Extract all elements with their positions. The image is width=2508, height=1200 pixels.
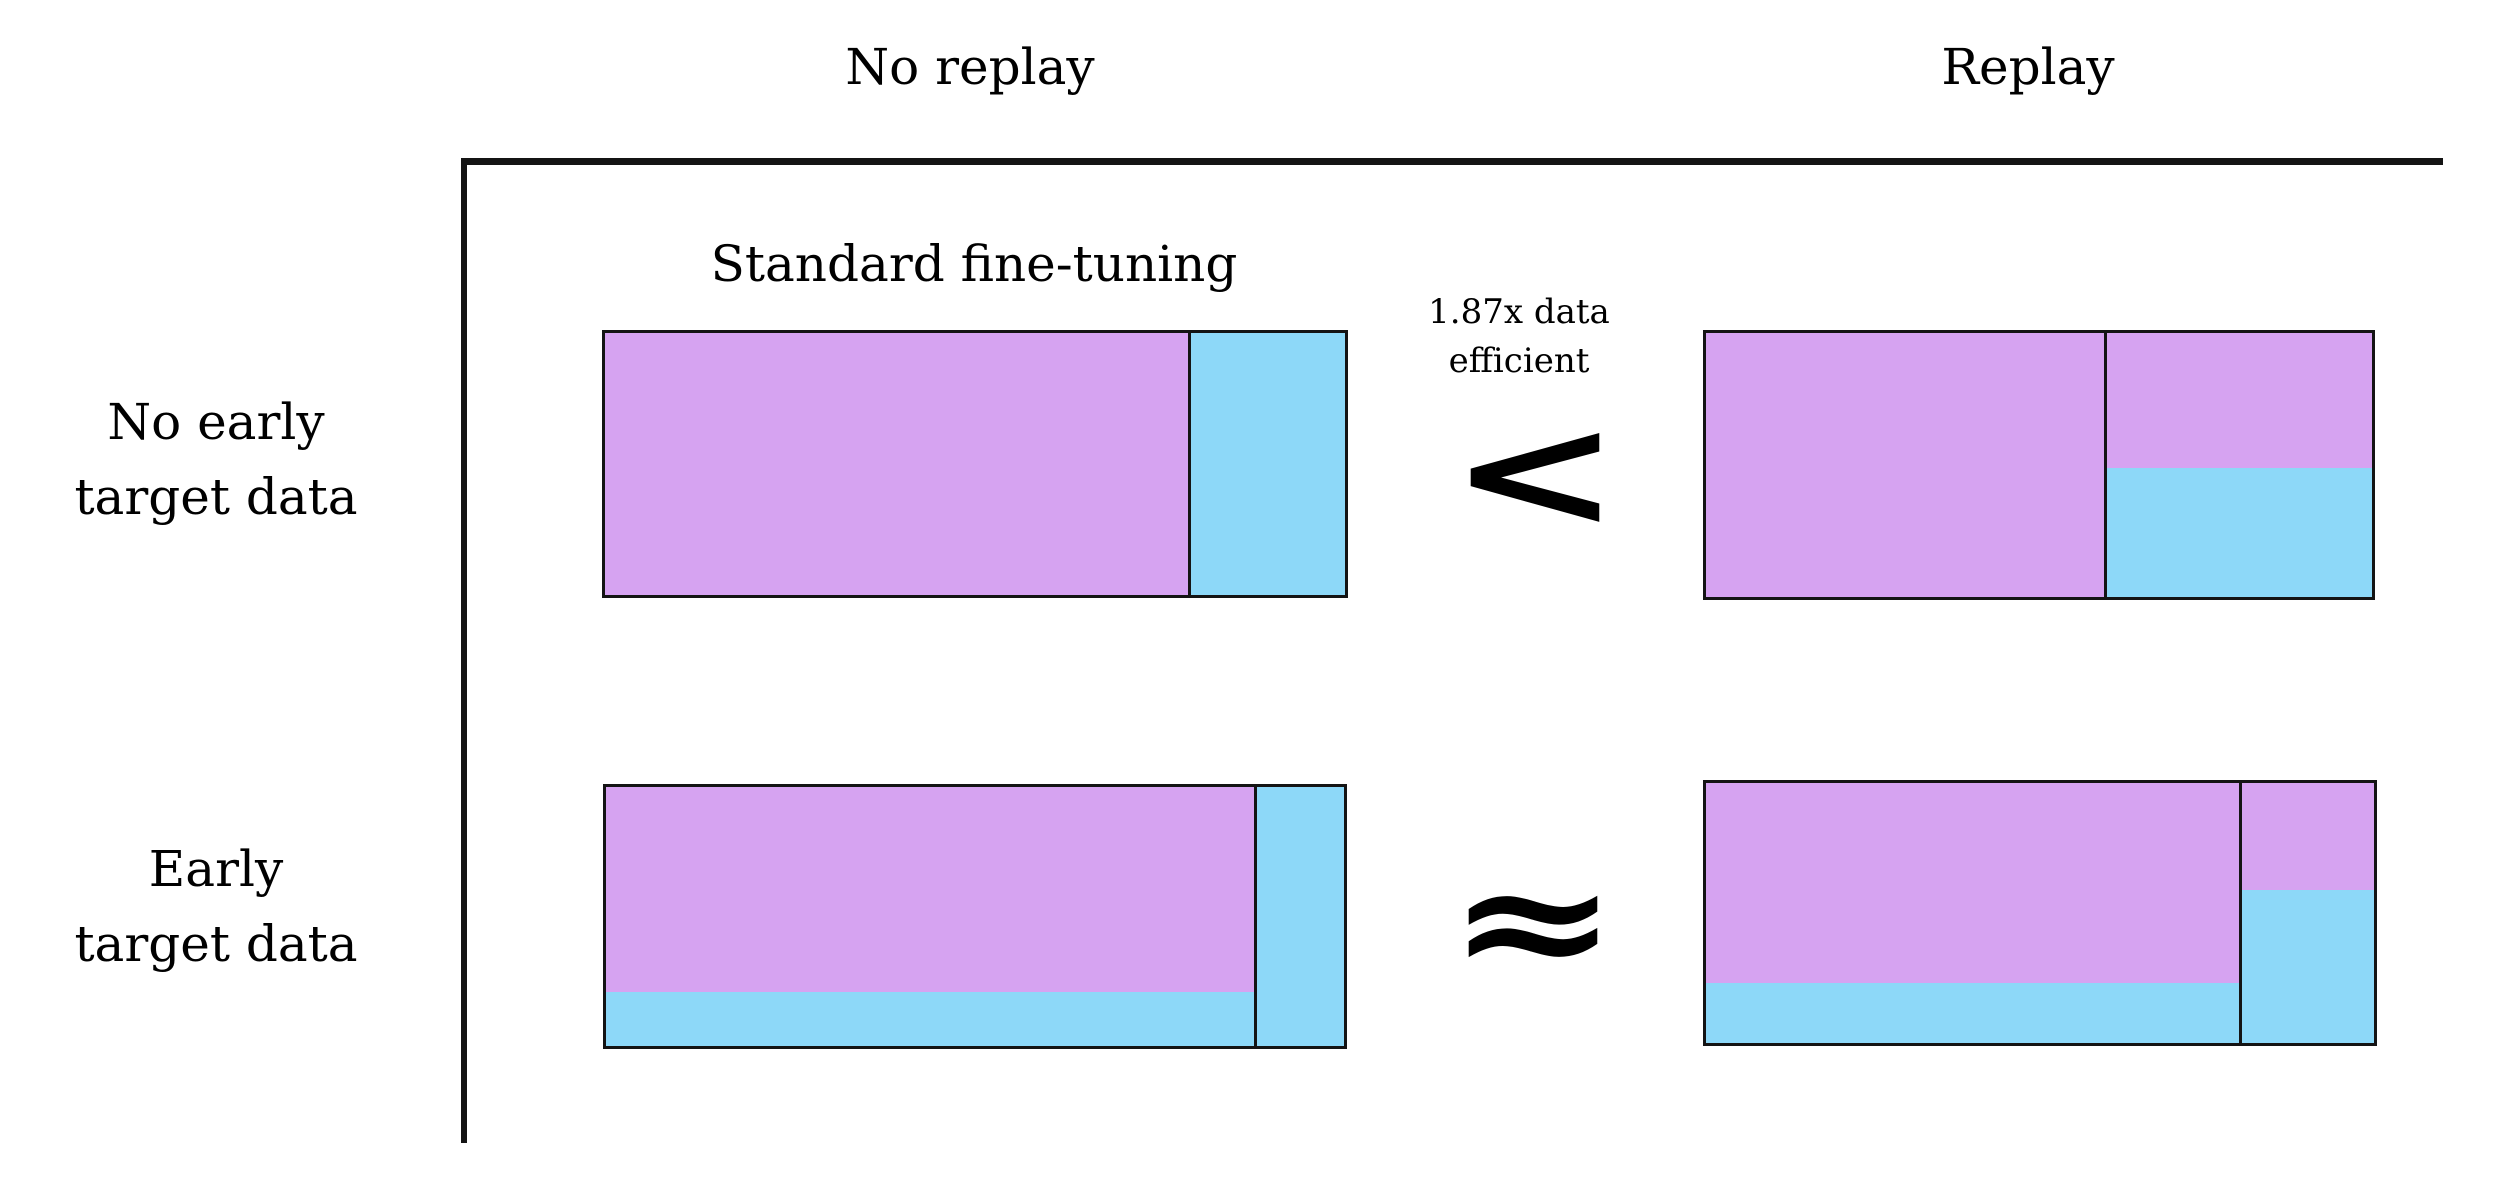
axis-horizontal-line (461, 158, 2443, 165)
segment-divider-line (2238, 783, 2242, 1043)
segment-divider-line (1188, 333, 1192, 595)
bar-early-target-replay (1703, 780, 2377, 1046)
bar-no-early-target-no-replay (602, 330, 1348, 598)
cyan-data-segment (2240, 889, 2374, 1043)
segment-divider-line (2104, 333, 2108, 597)
comparator-approximately-equal: ≈ (1446, 829, 1620, 1014)
row-header-early-target-data: Early target data (74, 840, 358, 973)
cyan-data-segment (1255, 787, 1344, 1046)
cyan-data-segment (1706, 983, 2241, 1043)
annotation-data-efficiency: 1.87x data efficient (1428, 292, 1610, 381)
axis-vertical-line (461, 158, 467, 1143)
cyan-data-segment (1189, 333, 1345, 595)
bar-no-early-target-replay (1703, 330, 2375, 600)
segment-divider-line (1253, 787, 1257, 1046)
caption-standard-fine-tuning: Standard fine-tuning (710, 235, 1238, 293)
column-header-replay: Replay (1941, 38, 2115, 96)
column-header-no-replay: No replay (845, 38, 1095, 96)
cyan-data-segment (606, 991, 1256, 1046)
row-header-no-early-target-data: No early target data (74, 393, 358, 526)
bar-early-target-no-replay (603, 784, 1347, 1049)
comparator-less-than: < (1448, 380, 1622, 565)
cyan-data-segment (2105, 467, 2372, 597)
